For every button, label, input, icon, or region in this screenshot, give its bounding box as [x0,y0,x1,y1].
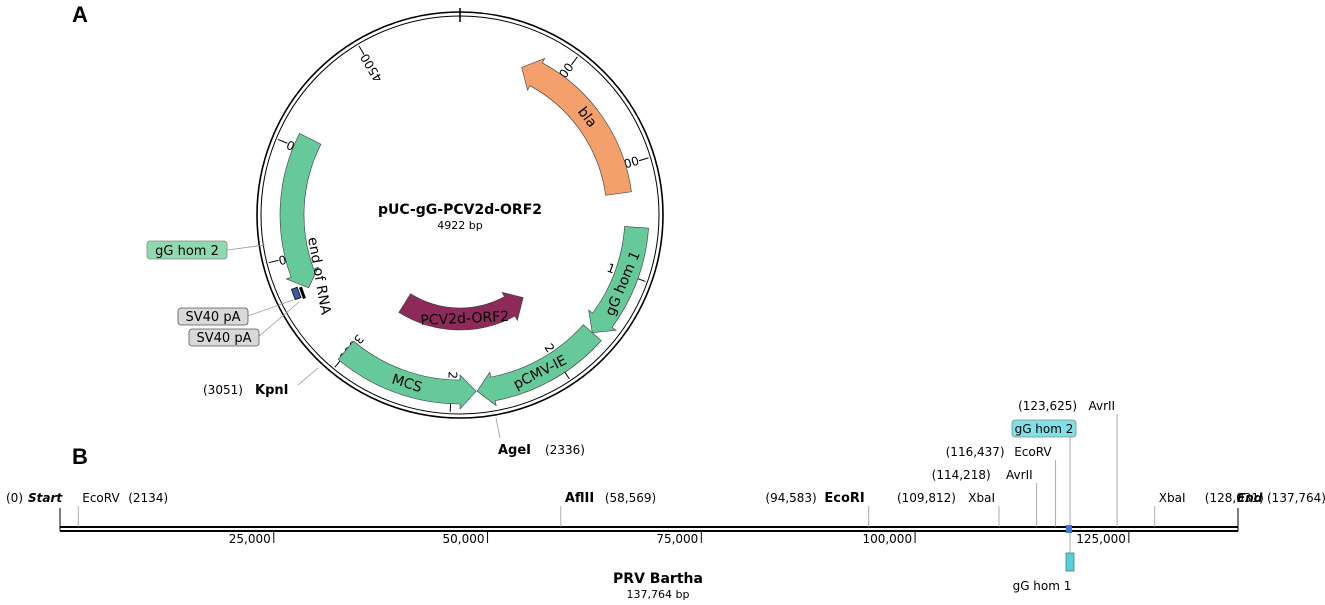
sv40-label-2: SV40 pA [197,331,252,346]
kpni-name: KpnI [255,383,288,398]
gg-hom2-label-box [146,240,228,260]
site-position-end: (137,764) [1267,491,1325,505]
kpni-position: (3051) [203,383,243,397]
site-position-aflii: (58,569) [605,491,656,505]
sv40-pa-marker-1 [290,286,302,301]
genome-name: PRV Bartha [613,571,703,587]
gg-hom2-genome-label-box [1011,419,1077,438]
genome-scale-label: 125,000 [1076,532,1126,546]
site-name-end: End [1237,491,1263,505]
sv40-leader-1 [247,299,294,317]
site-position-start: (0) [6,491,23,505]
linear-genome-map: 25,000 50,000 75,000 100,000 125,000 (0) Star… [6,399,1325,601]
plasmid-name: pUC-gG-PCV2d-ORF2 [378,202,542,218]
sv40-label-box-2 [188,328,260,347]
site-name-xbai2: XbaI [1159,491,1186,505]
plasmid-map: 50010001500200025003000350040004500 blag… [256,8,664,419]
plasmid-size: 4922 bp [437,219,482,232]
feature-arrow-gg-hom-2 [279,133,322,289]
site-name-ecori: EcoRI [824,491,864,506]
site-position-ecorv2: (116,437) [946,445,1005,459]
feature-arrow-bla [521,57,632,196]
plasmid-tick-label: 4500 [358,51,386,84]
genome-scale-ticks: 25,000 50,000 75,000 100,000 125,000 [229,531,1130,546]
site-position-xbai2: (128,031) [1205,491,1264,505]
site-name-avrii1: AvrII [1006,468,1033,482]
site-name-xbai1: XbaI [968,491,995,505]
genome-restriction-sites: (0) Start EcoRV (2134) AflII (58,569) EcoRI (94… [6,399,1325,527]
feature-arrow-mcs [337,340,477,410]
site-position-ecori: (94,583) [765,491,816,505]
genome-scale-label: 50,000 [443,532,485,546]
genome-scale-label: 75,000 [656,532,698,546]
gg-hom2-label: gG hom 2 [155,244,219,259]
site-name-avrii2: AvrII [1088,399,1115,413]
genome-scale-label: 100,000 [862,532,912,546]
sv40-pa-marker-2 [299,286,306,299]
sv40-label-box-1 [177,307,249,326]
site-name-ecorv1: EcoRV [82,491,120,505]
feature-label-pcv2d-orf2: PCV2d-ORF2 [420,309,509,329]
site-position-avrii2: (123,625) [1018,399,1077,413]
agei-name: AgeI [498,443,531,458]
plasmid-tick [277,138,288,144]
genome-size: 137,764 bp [627,588,690,601]
sv40-leader-2 [257,301,300,338]
gg-hom1-genome-marker [1065,552,1075,572]
site-name-ecorv2: EcoRV [1014,445,1052,459]
agei-leader [495,417,501,439]
site-name-start: Start [28,491,63,505]
gg-hom2-genome-marker [1066,525,1072,533]
site-position-avrii1: (114,218) [932,468,991,482]
feature-arrow-pcv2d-orf2 [398,291,524,331]
plasmid-tick [268,259,279,264]
gg-hom2-genome-label: gG hom 2 [1015,422,1074,436]
site-position-ecorv1: (2134) [128,491,168,505]
panel-a-letter: A [72,2,88,27]
panel-b-letter: B [72,444,88,469]
gg-hom1-genome-label: gG hom 1 [1013,579,1072,593]
plasmid-tick [638,157,649,162]
feature-arrow-pcmv-ie [476,324,602,407]
sv40-label-1: SV40 pA [186,310,241,325]
site-name-aflii: AflII [565,491,594,506]
genome-scale-label: 25,000 [229,532,271,546]
kpni-leader [297,367,319,386]
plasmid-tick [571,56,578,66]
site-position-xbai1: (109,812) [897,491,956,505]
plasmid-tick [358,45,365,55]
agei-position: (2336) [545,443,585,457]
gg-hom2-leader [226,244,266,251]
